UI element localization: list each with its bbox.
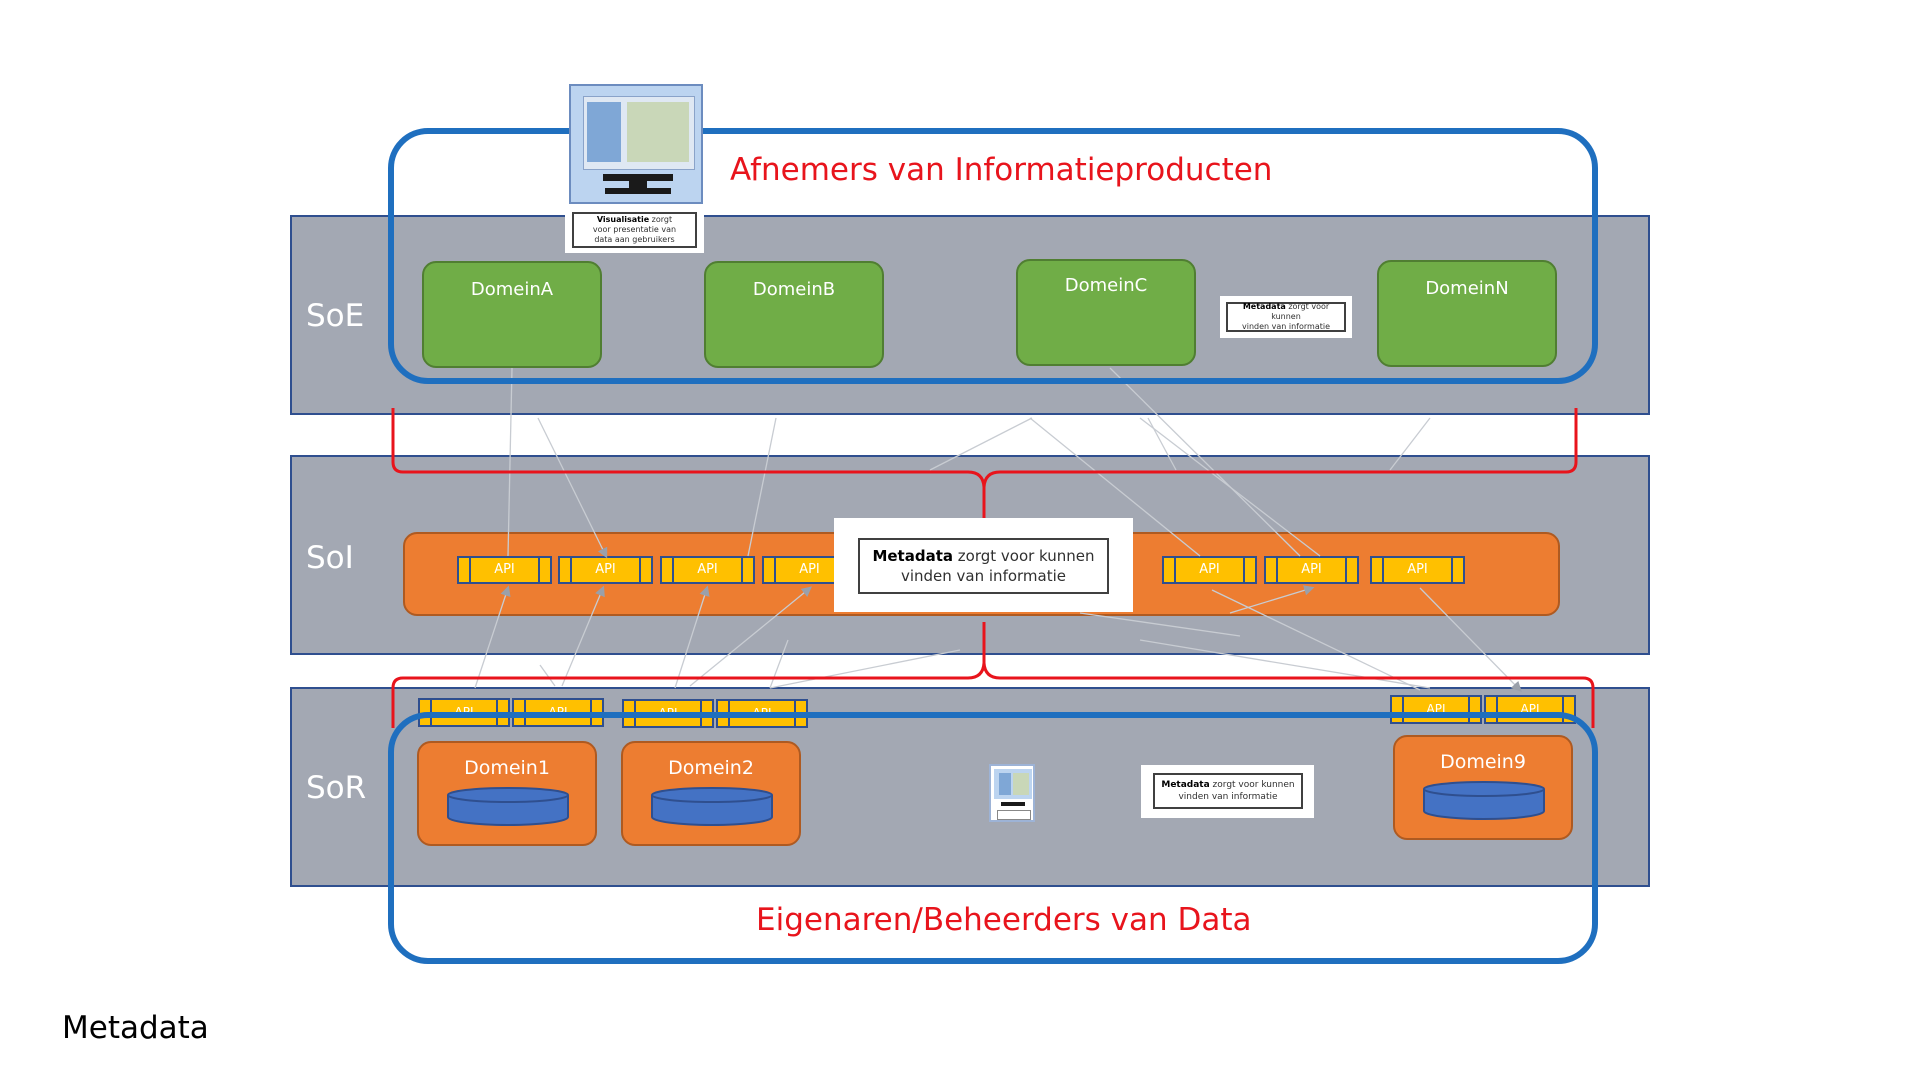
link-line: [929, 417, 1033, 471]
link-line: [537, 417, 608, 559]
visualisation-monitor-icon: [569, 84, 703, 204]
consumers-title: Afnemers van Informatieproducten: [730, 152, 1273, 188]
link-line: [1139, 639, 1431, 689]
link-line: [747, 417, 777, 557]
domain-1[interactable]: Domein1: [417, 741, 597, 846]
link-line: [1419, 587, 1522, 692]
owners-title: Eigenaren/Beheerders van Data: [756, 902, 1252, 938]
metadata-text-2: vinden van informatie: [1178, 792, 1278, 802]
metadata-card-soe: Metadata zorgt voor kunnen vinden van in…: [1220, 296, 1352, 338]
link-line: [474, 585, 511, 689]
metadata-text-1: zorgt voor kunnen: [953, 547, 1095, 565]
sor-api-6[interactable]: API: [1484, 695, 1576, 724]
link-line: [1389, 417, 1431, 471]
visualisatie-text-1: zorgt: [649, 215, 673, 224]
owners-outline: [388, 712, 1598, 964]
visualisatie-text-2: voor presentatie van: [592, 225, 677, 234]
link-line: [1211, 589, 1421, 691]
metadata-bold: Metadata: [1161, 780, 1210, 790]
link-line: [769, 649, 961, 689]
soi-api-7[interactable]: API: [1370, 556, 1465, 584]
domain-n[interactable]: DomeinN: [1377, 260, 1557, 367]
link-line: [769, 639, 789, 689]
link-line: [689, 586, 813, 687]
metadata-card-soi: Metadata zorgt voor kunnen vinden van in…: [834, 518, 1133, 612]
footer-metadata-label: Metadata: [62, 1010, 209, 1046]
soe-label: SoE: [306, 298, 365, 334]
metadata-bold: Metadata: [872, 547, 953, 565]
link-line: [1079, 612, 1241, 637]
link-line: [1229, 585, 1315, 614]
sor-label: SoR: [306, 770, 367, 806]
metadata-text-2: vinden van informatie: [900, 567, 1067, 585]
domain-1-label: Domein1: [464, 757, 550, 779]
soi-label: SoI: [306, 540, 354, 576]
small-monitor-icon: [989, 764, 1035, 822]
soi-api-1[interactable]: API: [457, 556, 552, 584]
database-icon: [447, 787, 569, 827]
lower-brace: [391, 622, 1595, 728]
soi-api-2[interactable]: API: [558, 556, 653, 584]
metadata-text-2: vinden van informatie: [1241, 322, 1331, 331]
metadata-text-1: zorgt voor kunnen: [1209, 780, 1295, 790]
consumers-outline: [388, 128, 1598, 384]
domain-2[interactable]: Domein2: [621, 741, 801, 846]
visualisatie-card: Visualisatie zorgt voor presentatie van …: [565, 207, 704, 253]
link-line: [561, 585, 605, 687]
soi-api-3[interactable]: API: [660, 556, 755, 584]
link-line: [1147, 417, 1177, 471]
upper-brace: [391, 408, 1578, 518]
metadata-text-1: zorgt voor kunnen: [1271, 302, 1330, 321]
domain-9[interactable]: Domein9: [1393, 735, 1573, 840]
metadata-card-sor: Metadata zorgt voor kunnen vinden van in…: [1141, 765, 1314, 818]
visualisatie-bold: Visualisatie: [596, 215, 650, 224]
database-icon: [651, 787, 773, 827]
link-line: [507, 367, 513, 557]
domain-a[interactable]: DomeinA: [422, 261, 602, 368]
visualisatie-text-3: data aan gebruikers: [594, 235, 675, 244]
link-line: [1109, 367, 1301, 557]
database-icon: [1423, 781, 1545, 821]
link-line: [1139, 417, 1321, 557]
sor-api-5[interactable]: API: [1390, 695, 1482, 724]
link-line: [539, 664, 556, 687]
link-line: [1029, 417, 1201, 557]
link-line: [674, 585, 710, 689]
domain-2-label: Domein2: [668, 757, 754, 779]
metadata-bold: Metadata: [1242, 302, 1286, 311]
soi-api-5[interactable]: API: [1162, 556, 1257, 584]
domain-c[interactable]: DomeinC: [1016, 259, 1196, 366]
domain-b[interactable]: DomeinB: [704, 261, 884, 368]
domain-9-label: Domein9: [1440, 751, 1526, 773]
soi-api-6[interactable]: API: [1264, 556, 1359, 584]
